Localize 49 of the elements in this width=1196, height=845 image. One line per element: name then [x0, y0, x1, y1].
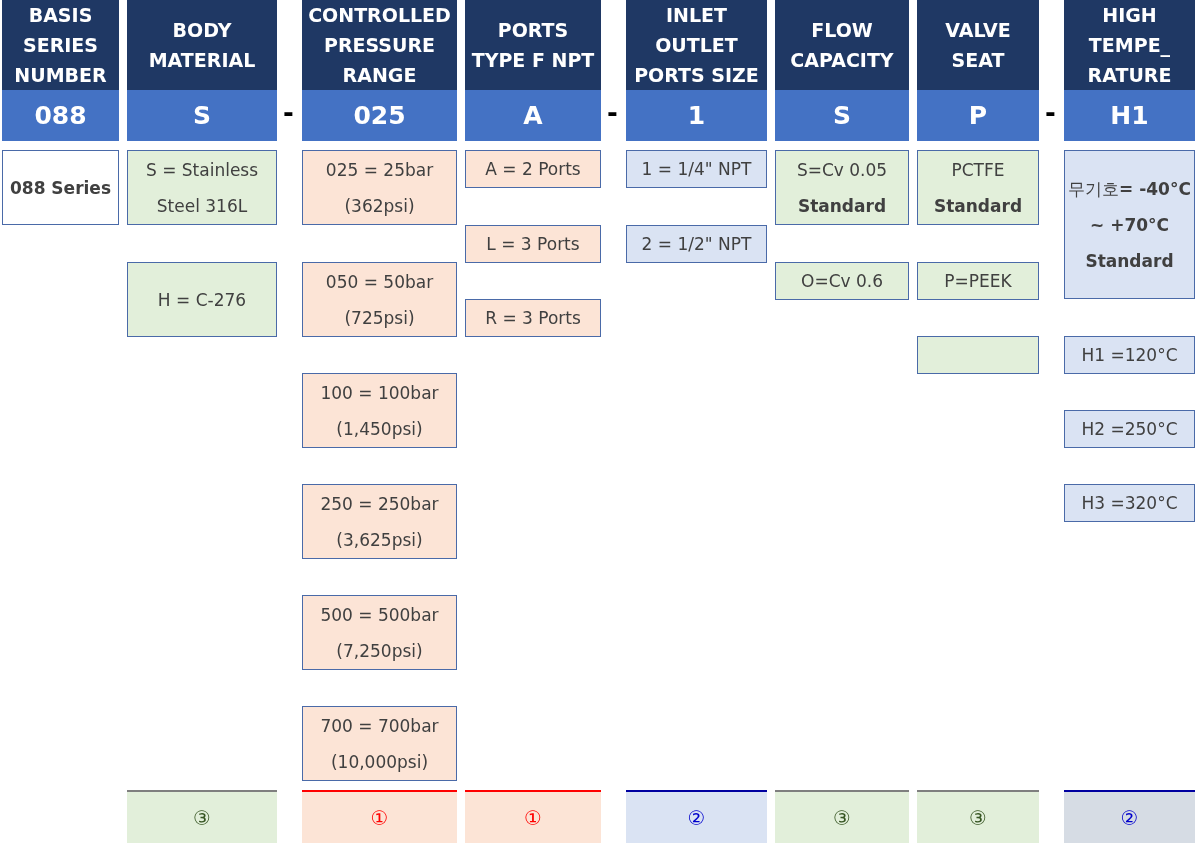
option-entry: S=Cv 0.05 Standard	[775, 150, 909, 225]
separator-dash: -	[607, 98, 618, 128]
option-entry: 088 Series	[2, 150, 119, 225]
priority-marker: ③	[127, 790, 277, 843]
option-entry: PCTFE Standard	[917, 150, 1039, 225]
column-heading: INLET OUTLET PORTS SIZE	[626, 0, 767, 90]
column-heading: BODY MATERIAL	[127, 0, 277, 90]
priority-marker: ①	[465, 790, 601, 843]
option-entry: 2 = 1/2" NPT	[626, 225, 767, 263]
column-heading: CONTROLLED PRESSURE RANGE	[302, 0, 457, 90]
option-entry: A = 2 Ports	[465, 150, 601, 188]
option-entry: 무기호= -40°C ~ +70°C Standard	[1064, 150, 1195, 299]
option-entry: 100 = 100bar (1,450psi)	[302, 373, 457, 448]
option-entry: H2 =250°C	[1064, 410, 1195, 448]
option-entry: H1 =120°C	[1064, 336, 1195, 374]
priority-marker: ③	[917, 790, 1039, 843]
separator-dash: -	[1045, 98, 1056, 128]
option-entry: L = 3 Ports	[465, 225, 601, 263]
option-entry: 700 = 700bar (10,000psi)	[302, 706, 457, 781]
priority-marker: ②	[1064, 790, 1195, 843]
code-value: 088	[2, 90, 119, 141]
column-heading: BASIS SERIES NUMBER	[2, 0, 119, 90]
column-heading: FLOW CAPACITY	[775, 0, 909, 90]
priority-marker: ①	[302, 790, 457, 843]
priority-marker: ②	[626, 790, 767, 843]
separator-dash: -	[283, 98, 294, 128]
column-heading: PORTS TYPE F NPT	[465, 0, 601, 90]
option-entry: 1 = 1/4" NPT	[626, 150, 767, 188]
code-value: A	[465, 90, 601, 141]
option-entry: P=PEEK	[917, 262, 1039, 300]
column-heading: HIGH TEMPE_ RATURE	[1064, 0, 1195, 90]
code-value: P	[917, 90, 1039, 141]
code-value: S	[775, 90, 909, 141]
option-entry: 050 = 50bar (725psi)	[302, 262, 457, 337]
code-value: 025	[302, 90, 457, 141]
option-entry: 025 = 25bar (362psi)	[302, 150, 457, 225]
option-entry: 250 = 250bar (3,625psi)	[302, 484, 457, 559]
column-heading: VALVE SEAT	[917, 0, 1039, 90]
code-value: S	[127, 90, 277, 141]
code-value: H1	[1064, 90, 1195, 141]
empty-option-box	[917, 336, 1039, 374]
option-entry: H3 =320°C	[1064, 484, 1195, 522]
option-entry: R = 3 Ports	[465, 299, 601, 337]
code-value: 1	[626, 90, 767, 141]
priority-marker: ③	[775, 790, 909, 843]
option-entry: S = Stainless Steel 316L	[127, 150, 277, 225]
option-entry: H = C-276	[127, 262, 277, 337]
option-entry: 500 = 500bar (7,250psi)	[302, 595, 457, 670]
option-entry: O=Cv 0.6	[775, 262, 909, 300]
